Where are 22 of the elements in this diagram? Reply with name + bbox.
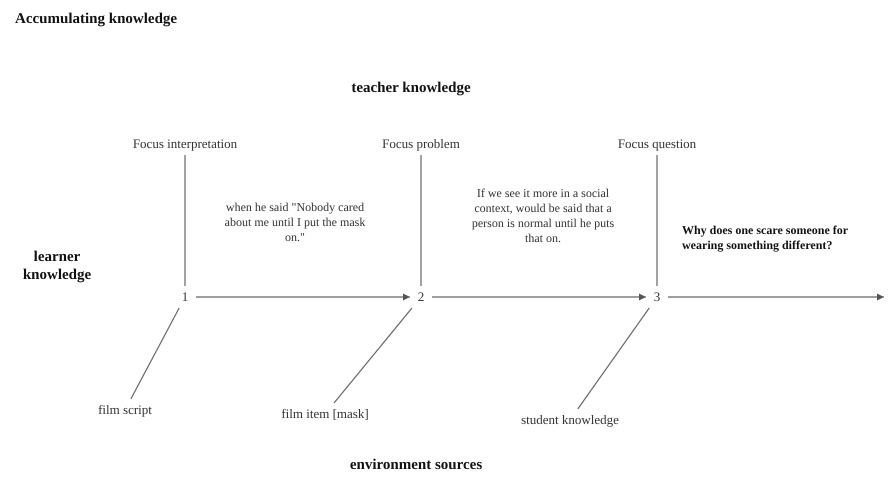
focus-label: Focus interpretation <box>130 136 240 152</box>
axis-title: teacher knowledge <box>350 79 472 97</box>
focus-label: Focus problem <box>381 136 461 152</box>
focus-label: Focus question <box>617 136 697 152</box>
axis-title: environment sources <box>348 456 484 474</box>
step-number: 2 <box>413 289 429 305</box>
connector-line <box>130 308 180 400</box>
connector-line <box>577 308 650 410</box>
connector-line <box>420 155 422 286</box>
connector-line <box>656 155 658 286</box>
connector-line <box>184 155 186 286</box>
arrow <box>432 294 646 300</box>
diagram-title: Accumulating knowledge <box>15 10 178 28</box>
source-label: film item [mask] <box>265 406 385 422</box>
arrow <box>196 294 410 300</box>
step-number: 3 <box>649 289 665 305</box>
source-label: film script <box>80 402 170 418</box>
source-label: student knowledge <box>500 412 640 428</box>
connector-line <box>334 308 412 404</box>
step-number: 1 <box>177 289 193 305</box>
axis-title: learner knowledge <box>22 248 92 284</box>
arrow <box>668 294 884 300</box>
